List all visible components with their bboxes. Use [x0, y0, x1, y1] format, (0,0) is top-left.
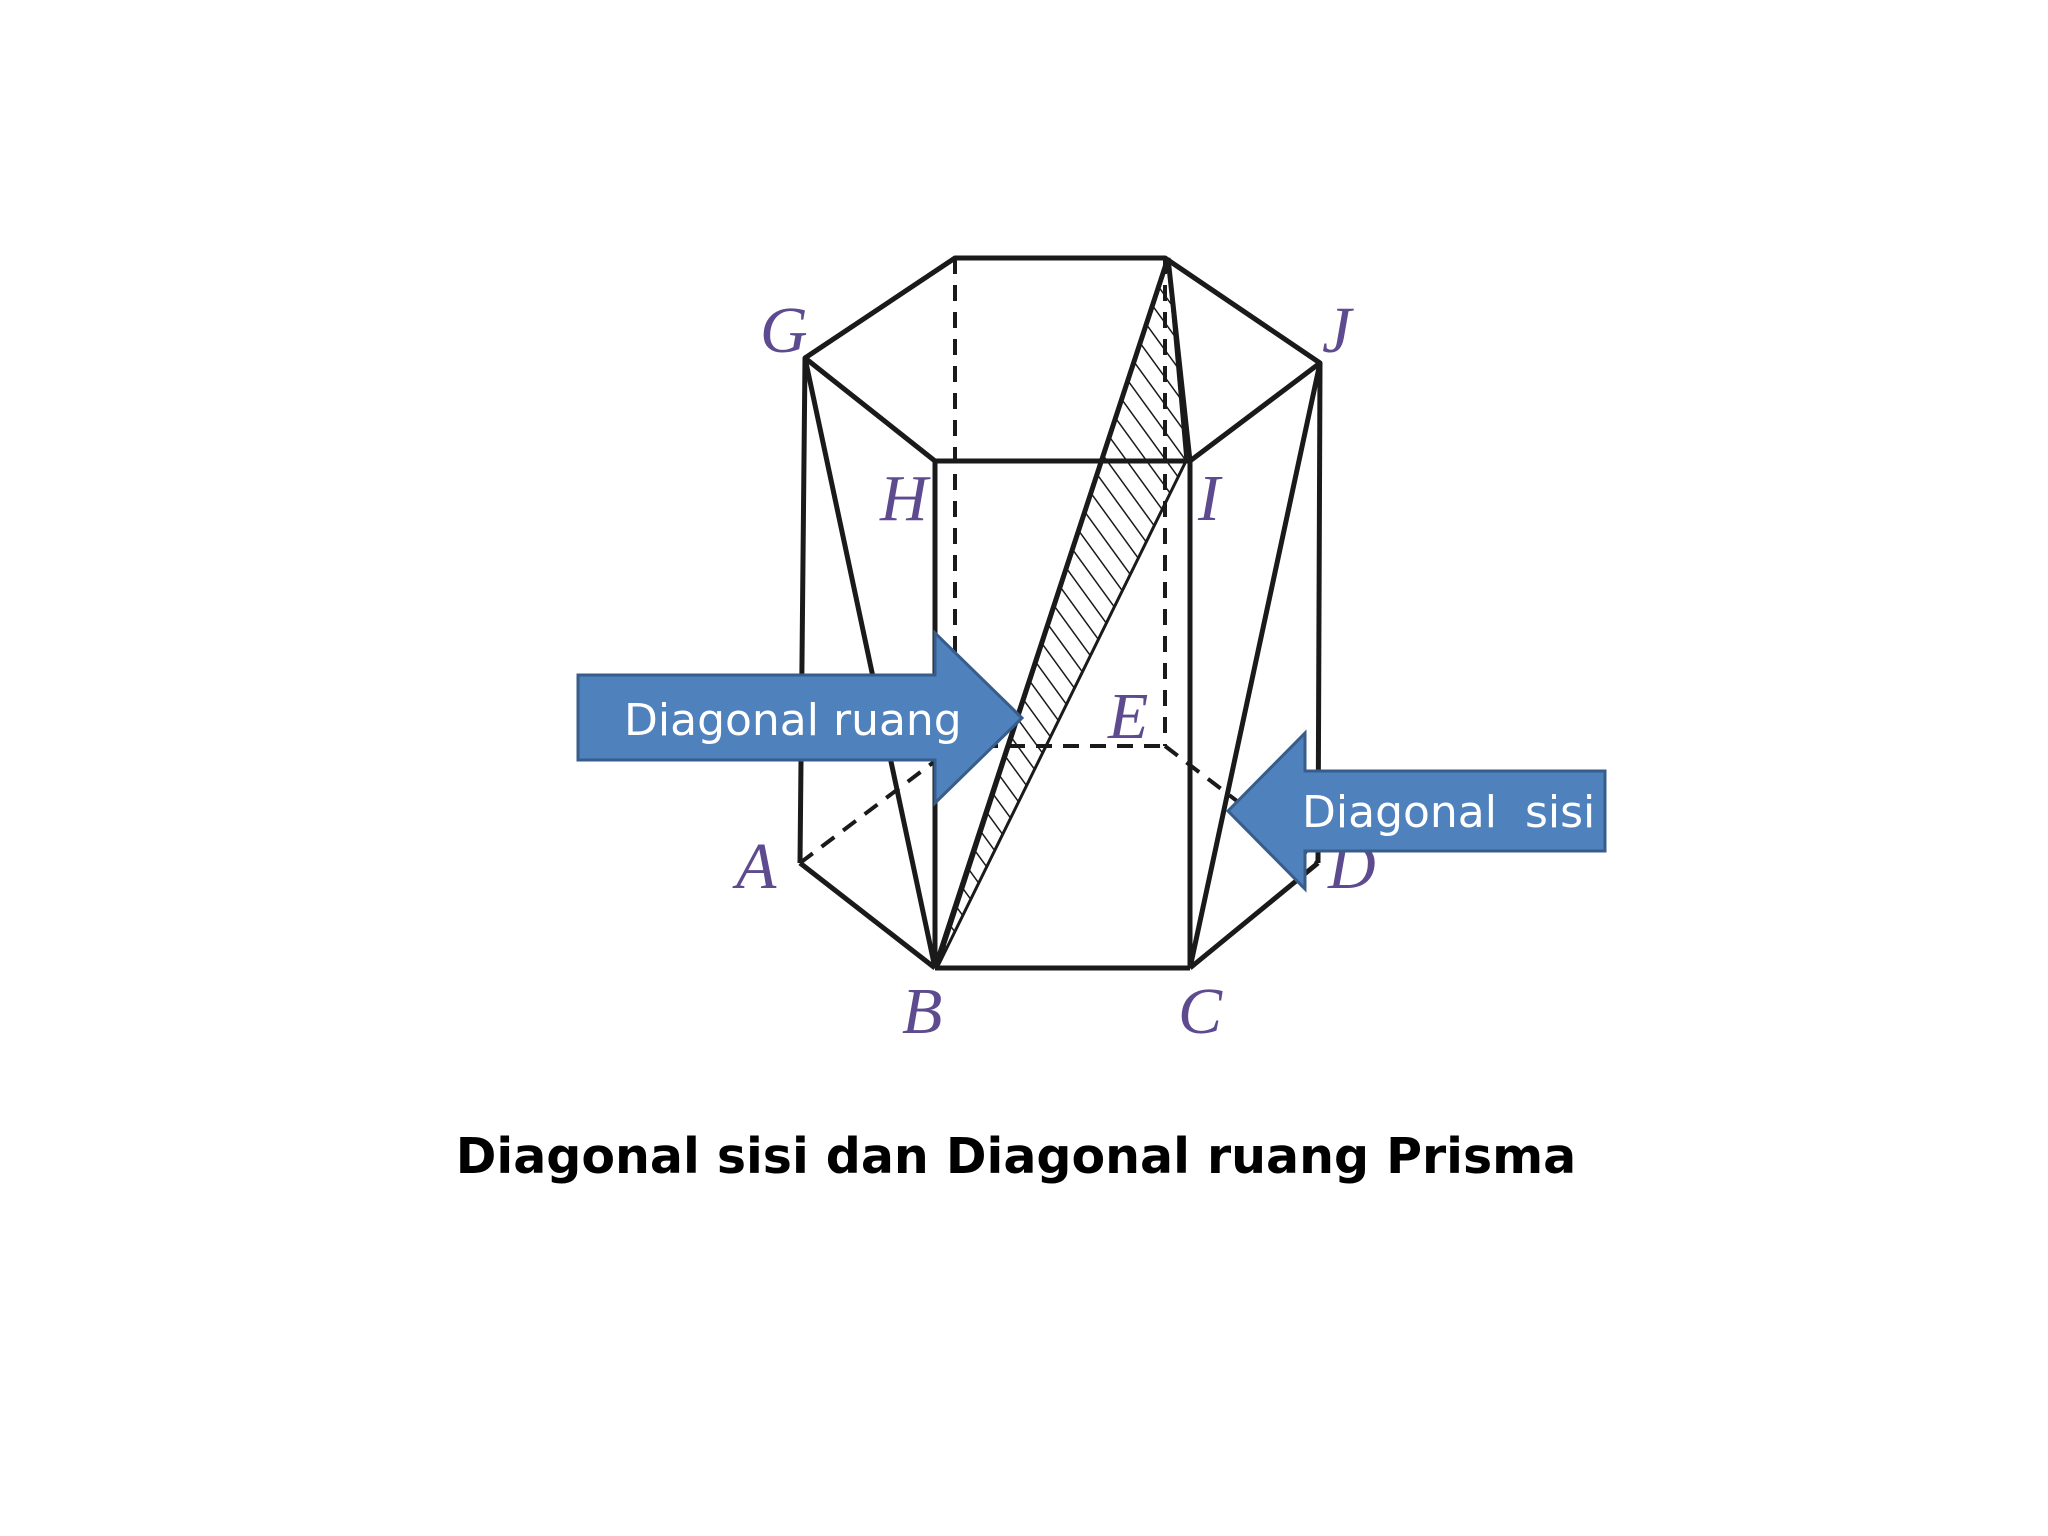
space-diagonal-b-top	[932, 257, 1171, 969]
face-diagonal-label: Diagonal sisi	[1302, 787, 1595, 838]
bottom-edge-a-b	[798, 861, 937, 970]
vertex-label-e: E	[1107, 680, 1148, 753]
top-hexagon	[802, 255, 1323, 464]
edge-g-a	[797, 357, 808, 864]
figure-caption: Diagonal sisi dan Diagonal ruang Prisma	[455, 1128, 1577, 1185]
vertex-label-j: J	[1322, 294, 1354, 367]
space-diagonal-label: Diagonal ruang	[624, 695, 962, 746]
face-diagonal-callout: Diagonal sisi	[1225, 729, 1607, 893]
vertex-label-c: C	[1178, 975, 1223, 1048]
space-diagonal-callout: Diagonal ruang	[576, 629, 1025, 807]
left-arrow-shape	[1225, 729, 1607, 893]
vertex-label-i: I	[1197, 462, 1223, 535]
face-diagonal-j-c	[1187, 362, 1323, 969]
vertex-label-b: B	[902, 975, 942, 1048]
vertex-label-a: A	[732, 830, 777, 903]
shade-edge-i-top	[1165, 257, 1193, 462]
vertex-label-g: G	[760, 294, 808, 367]
diagonal-plane-shading	[935, 257, 1188, 969]
right-arrow-shape	[576, 629, 1025, 807]
hidden-edge-a-back	[798, 744, 957, 865]
vertex-label-h: H	[879, 462, 931, 535]
face-diagonal-g-b	[802, 357, 938, 969]
hidden-edges	[798, 258, 1320, 865]
